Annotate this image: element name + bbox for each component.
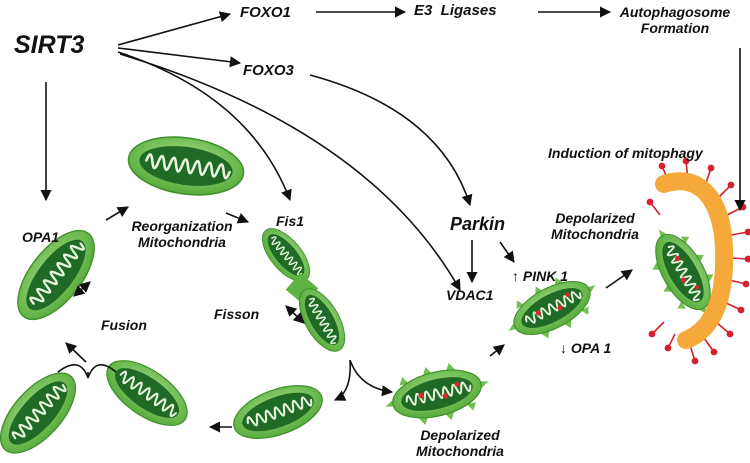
foxo3-label: FOXO3 — [243, 62, 294, 79]
fisson-label: Fisson — [214, 306, 260, 322]
depolarized-bottom-line2: Mitochondria — [416, 443, 504, 460]
induction-mitophagy-label: Induction of mitophagy — [548, 145, 703, 161]
reorganization-line1: Reorganization — [131, 218, 233, 234]
arrow-fission-bidirectional — [285, 305, 305, 324]
mitochondrion-reorganized — [123, 128, 249, 204]
arrow-reorg-fis1 — [225, 212, 250, 224]
fusion-label: Fusion — [101, 317, 147, 333]
depolarized-top-line1: Depolarized — [555, 210, 635, 226]
pink1-label: ↑ PINK 1 — [512, 268, 569, 284]
reorganization-line2: Mitochondria — [138, 234, 226, 251]
arrow-sirt3-foxo3 — [117, 47, 242, 68]
arrow-fission-split-left — [333, 359, 352, 401]
parkin-label: Parkin — [450, 214, 506, 234]
opa1-down-label: ↓ OPA 1 — [560, 340, 612, 356]
reorganization-label: Reorganization Mitochondria — [120, 218, 244, 250]
e3-ligases-label: E3 Ligases — [414, 2, 497, 19]
arrow-sirt3-foxo1 — [117, 11, 232, 46]
arrow-foxo3-parkin — [309, 74, 473, 207]
arrow-fusion-opa1 — [73, 281, 91, 297]
depolarized-top-line2: Mitochondria — [551, 226, 639, 243]
arrow-fission-split-right — [349, 359, 394, 397]
vdac1-label: VDAC1 — [446, 287, 494, 303]
arrow-fusion-up — [65, 342, 87, 363]
depolarized-top-label: Depolarized Mitochondria — [541, 210, 649, 242]
fis1-label: Fis1 — [276, 213, 305, 229]
arrow-sirt3-vdac1 — [119, 53, 461, 291]
opa1-label: OPA1 — [22, 229, 60, 245]
arrow-dep1-dep2 — [489, 344, 505, 357]
arrow-dep2-dep3 — [605, 269, 633, 289]
phagophore-membrane — [646, 157, 750, 365]
mitochondrion-depolarized-1 — [379, 353, 496, 435]
autophagosome-line1: Autophagosome — [619, 4, 731, 20]
depolarized-bottom-label: Depolarized Mitochondria — [405, 427, 515, 459]
foxo1-label: FOXO1 — [240, 4, 291, 21]
autophagosome-label: Autophagosome Formation — [615, 4, 735, 36]
mitochondrion-fusion-right — [95, 346, 199, 440]
sirt3-label: SIRT3 — [14, 31, 85, 59]
mitochondrion-daughter — [225, 374, 331, 450]
depolarized-bottom-line1: Depolarized — [420, 427, 500, 443]
autophagosome-line2: Formation — [640, 20, 710, 37]
mitochondrion-fission — [252, 219, 355, 360]
mitochondrion-fusion-left — [0, 359, 90, 463]
arrow-opa1-reorg — [105, 206, 129, 221]
arrow-parkin-pink1 — [499, 241, 515, 263]
fusion-join — [57, 364, 117, 379]
